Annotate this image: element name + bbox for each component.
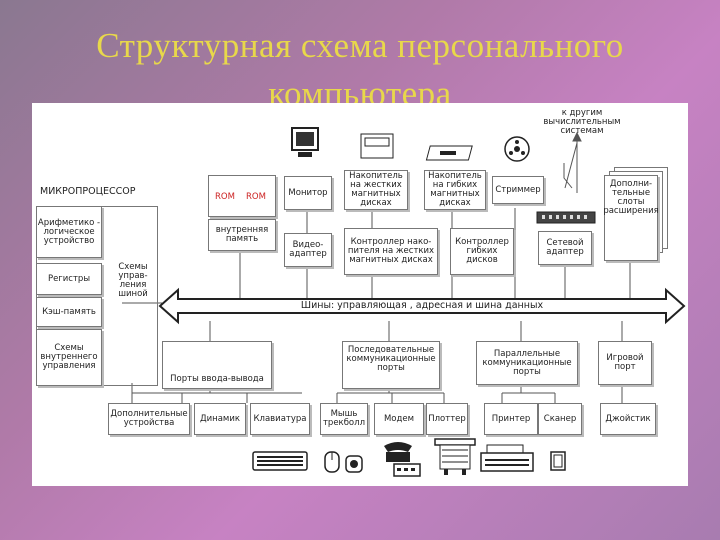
rom-group <box>208 175 276 217</box>
tape-reel-icon <box>504 136 530 162</box>
printer-box: Принтер <box>484 403 538 435</box>
parallel-ports-box: Параллельные коммуникационные порты <box>476 341 578 385</box>
video-adapter-box: Видео- адаптер <box>284 233 332 267</box>
keyboard-box: Клавиатура <box>250 403 310 435</box>
other-systems-label: к другим вычислительным системам <box>543 108 621 136</box>
network-adapter-box: Сетевой адаптер <box>538 231 592 265</box>
ram-box: внутренняя память <box>208 219 276 251</box>
extra-devices-box: Дополнительные устройства <box>108 403 190 435</box>
monitor-icon <box>291 127 319 157</box>
monitor-box: Монитор <box>284 176 332 210</box>
system-bus-arrow <box>158 287 686 325</box>
printer-icon <box>480 444 534 472</box>
bus-control-label: Схемы управ- ления шиной <box>118 262 148 299</box>
hdd-icon <box>360 133 394 159</box>
keyboard-icon <box>252 451 308 471</box>
network-card-icon <box>536 211 596 224</box>
speaker-box: Динамик <box>194 403 246 435</box>
modem-box: Модем <box>374 403 424 435</box>
mouse-box: Мышь трекболл <box>320 403 368 435</box>
fdd-controller-box: Контроллер гибких дисков <box>450 228 514 275</box>
cache-box: Кэш-память <box>36 297 102 327</box>
diagram-canvas: к другим вычислительным системам МИКРОПР… <box>32 103 688 486</box>
streamer-box: Стриммер <box>492 176 544 204</box>
scanner-icon <box>550 451 566 471</box>
rom-label-1: ROM <box>215 192 235 202</box>
io-ports-box: Порты ввода-вывода <box>162 341 272 389</box>
extra-slots-box: Дополни- тельные слоты расширения <box>603 175 659 261</box>
fdd-box: Накопитель на гибких магнитных дисках <box>424 170 486 210</box>
rom-label-2: ROM <box>246 192 266 202</box>
page-title: Структурная схема персонального компьюте… <box>96 26 624 113</box>
microprocessor-label: МИКРОПРОЦЕССОР <box>40 186 136 197</box>
mouse-icon <box>324 451 363 473</box>
alu-box: Арифметико - логическое устройство <box>36 206 102 258</box>
registers-box: Регистры <box>36 263 102 295</box>
plotter-icon <box>434 438 476 475</box>
system-bus-label: Шины: управляющая , адресная и шина данн… <box>300 300 544 311</box>
plotter-box: Плоттер <box>426 403 468 435</box>
connector-lines <box>122 131 631 403</box>
joystick-box: Джойстик <box>600 403 656 435</box>
hdd-controller-box: Контроллер нако- пителя на жестких магни… <box>344 228 438 275</box>
hdd-box: Накопитель на жестких магнитных дисках <box>344 170 408 210</box>
serial-ports-box: Последовательные коммуникационные порты <box>342 341 440 389</box>
fdd-icon <box>425 145 473 161</box>
internal-control-box: Схемы внутреннего управления <box>36 329 102 386</box>
game-port-box: Игровой порт <box>598 341 652 385</box>
scanner-box: Сканер <box>538 403 582 435</box>
telephone-modem-icon <box>384 442 421 477</box>
